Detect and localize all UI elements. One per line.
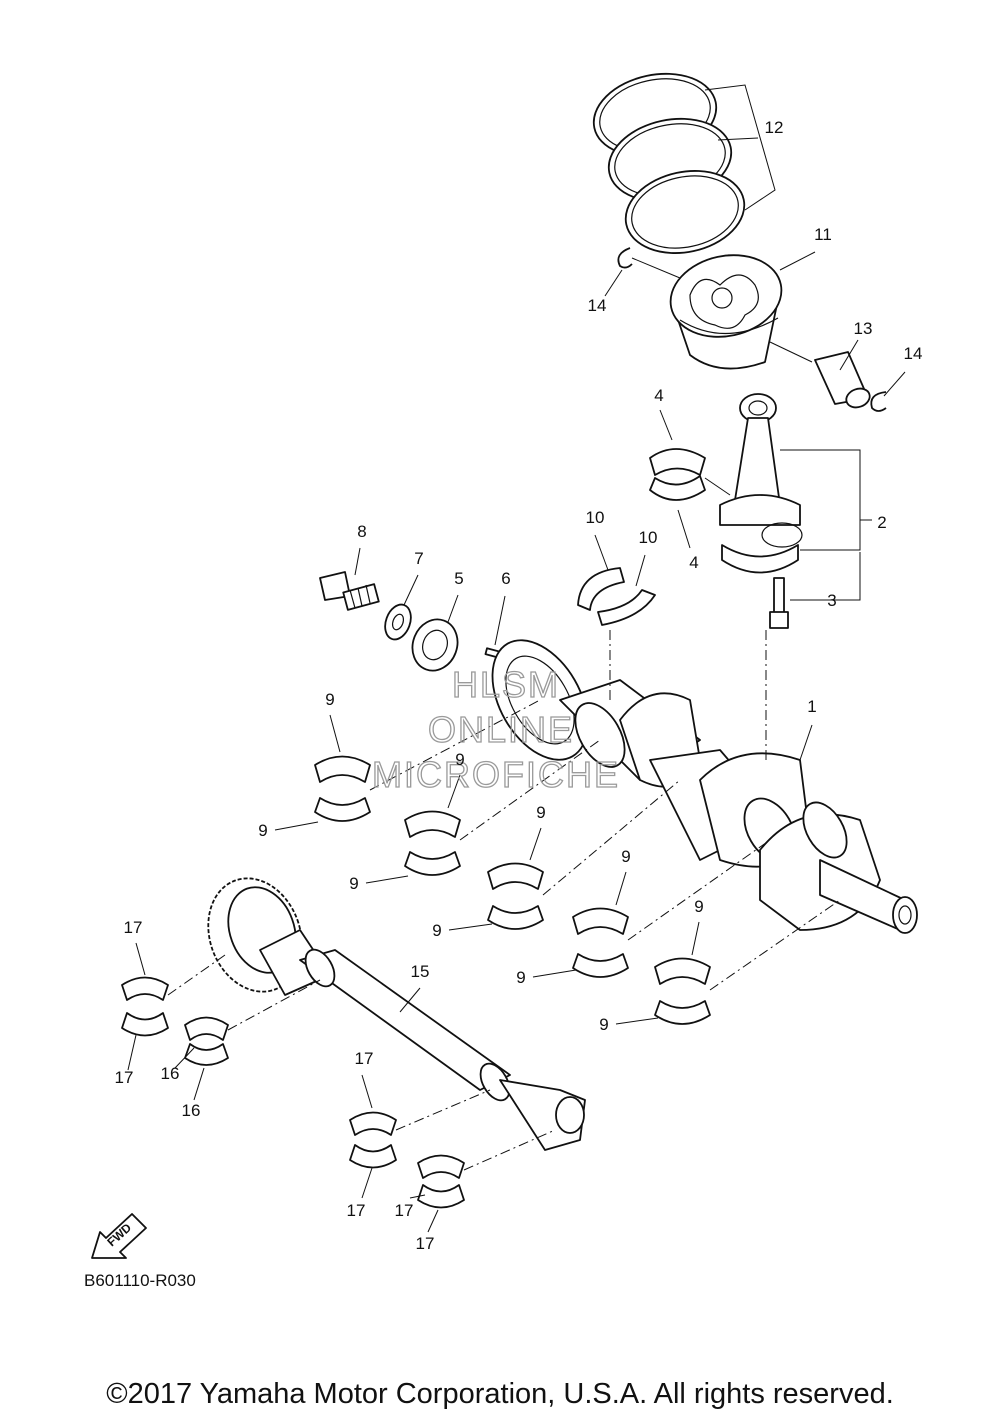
callout-c9i: 9 <box>694 897 703 916</box>
svg-text:MICROFICHE: MICROFICHE <box>372 754 620 795</box>
callout-c9c: 9 <box>455 750 464 769</box>
piston-pin <box>814 351 871 409</box>
washer <box>384 603 412 641</box>
svg-text:ONLINE: ONLINE <box>428 709 574 750</box>
callout-c5: 5 <box>454 569 463 588</box>
callout-c9b: 9 <box>258 821 267 840</box>
piston <box>669 254 783 370</box>
thrust-washer-2 <box>597 589 656 626</box>
callout-c7: 7 <box>414 549 423 568</box>
callout-c9h: 9 <box>516 968 525 987</box>
crank-bolt <box>319 571 380 611</box>
callout-c10a: 10 <box>586 508 605 527</box>
callout-c9j: 9 <box>599 1015 608 1034</box>
callout-c9g: 9 <box>621 847 630 866</box>
callout-c9d: 9 <box>349 874 358 893</box>
conrod-bearing-upper <box>649 448 706 476</box>
callout-c8: 8 <box>357 522 366 541</box>
diagram-code: B601110-R030 <box>84 1271 196 1290</box>
callout-c16a: 16 <box>161 1064 180 1083</box>
callout-c10b: 10 <box>639 528 658 547</box>
main-bearings <box>314 755 711 1025</box>
crankshaft <box>491 639 918 934</box>
callout-c14a: 14 <box>588 296 607 315</box>
thrust-washer-1 <box>577 567 625 611</box>
callout-c4a: 4 <box>654 386 663 405</box>
circlip-right <box>870 391 887 412</box>
callout-c4b: 4 <box>689 553 698 572</box>
connecting-rod <box>719 393 803 574</box>
callout-c16b: 16 <box>182 1101 201 1120</box>
callout-c17d: 17 <box>347 1201 366 1220</box>
conrod-bearing-lower <box>649 475 706 501</box>
callout-c11: 11 <box>814 225 832 244</box>
copyright-notice: ©2017 Yamaha Motor Corporation, U.S.A. A… <box>106 1378 894 1410</box>
callout-c17c: 17 <box>355 1049 374 1068</box>
callout-c17f: 17 <box>416 1234 435 1253</box>
callout-c9f: 9 <box>432 921 441 940</box>
callout-c15: 15 <box>411 962 430 981</box>
callout-c3: 3 <box>827 591 836 610</box>
callout-c9a: 9 <box>325 690 334 709</box>
callout-c1: 1 <box>807 697 816 716</box>
callout-c17a: 17 <box>124 918 143 937</box>
fwd-arrow-icon: FWD <box>91 1213 147 1259</box>
callout-c14b: 14 <box>904 344 923 363</box>
callout-c6: 6 <box>501 569 510 588</box>
primary-gear <box>411 618 459 672</box>
balancer-bearings <box>121 976 465 1209</box>
balancer-shaft <box>207 877 586 1151</box>
circlip-left <box>617 247 633 269</box>
callout-c9e: 9 <box>536 803 545 822</box>
watermark: HLSM ONLINE MICROFICHE <box>371 663 620 795</box>
callout-c17b: 17 <box>115 1068 134 1087</box>
callout-c12: 12 <box>765 118 784 137</box>
callout-c17e: 17 <box>395 1201 414 1220</box>
callout-c13: 13 <box>854 319 873 338</box>
piston-rings <box>592 72 746 254</box>
svg-text:HLSM: HLSM <box>452 664 560 705</box>
callout-c2: 2 <box>877 513 886 532</box>
conrod-bolt <box>769 577 789 629</box>
